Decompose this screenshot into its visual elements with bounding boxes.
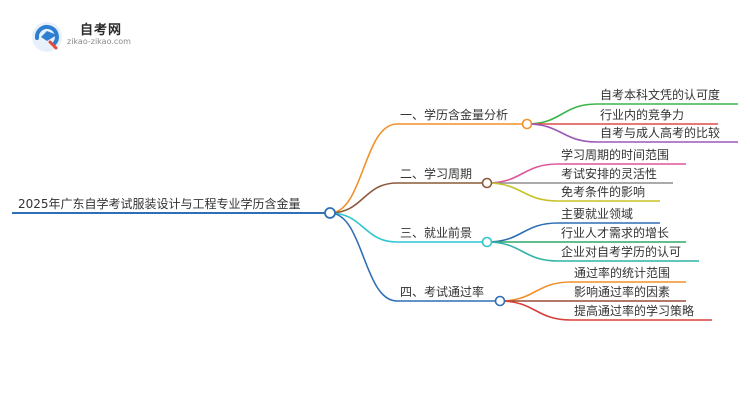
child-connector: [499, 281, 572, 302]
branch-connector: [329, 212, 398, 243]
logo-url: zikao-zikao.com: [67, 37, 131, 46]
child-connector: [486, 163, 559, 184]
branch-node: [494, 295, 506, 307]
child-topic: 行业内的竞争力: [600, 108, 685, 122]
child-topic: 自考本科文凭的认可度: [600, 88, 721, 102]
branch-topic: 一、学历含金量分析: [400, 108, 509, 122]
child-topic: 主要就业领域: [561, 207, 634, 221]
branch-topic: 二、学习周期: [400, 167, 473, 181]
child-topic: 行业人才需求的增长: [561, 226, 670, 240]
child-connector: [526, 103, 598, 125]
root-node: [324, 207, 336, 219]
branch-connector: [329, 212, 398, 302]
branch-node: [521, 118, 533, 130]
branch-connector: [329, 123, 398, 214]
branch-topic: 三、就业前景: [400, 226, 473, 240]
logo-icon: [30, 20, 64, 54]
logo-name: 自考网: [80, 23, 123, 38]
child-connector: [486, 182, 559, 202]
child-connector: [486, 222, 559, 243]
child-connector: [499, 300, 572, 321]
child-topic: 影响通过率的因素: [574, 285, 671, 299]
child-connector: [486, 241, 559, 262]
child-topic: 免考条件的影响: [561, 185, 646, 199]
child-topic: 企业对自考学历的认可: [561, 245, 682, 259]
child-connector: [526, 123, 598, 143]
branch-topic: 四、考试通过率: [400, 285, 485, 299]
child-topic: 考试安排的灵活性: [561, 167, 658, 181]
child-topic: 提高通过率的学习策略: [574, 304, 695, 318]
branch-node: [481, 177, 493, 189]
child-topic: 通过率的统计范围: [574, 266, 671, 280]
child-topic: 自考与成人高考的比较: [600, 126, 721, 140]
branch-node: [481, 236, 493, 248]
branch-connector: [329, 182, 398, 214]
root-topic: 2025年广东自学考试服装设计与工程专业学历含金量: [18, 197, 301, 211]
child-topic: 学习周期的时间范围: [561, 148, 670, 162]
